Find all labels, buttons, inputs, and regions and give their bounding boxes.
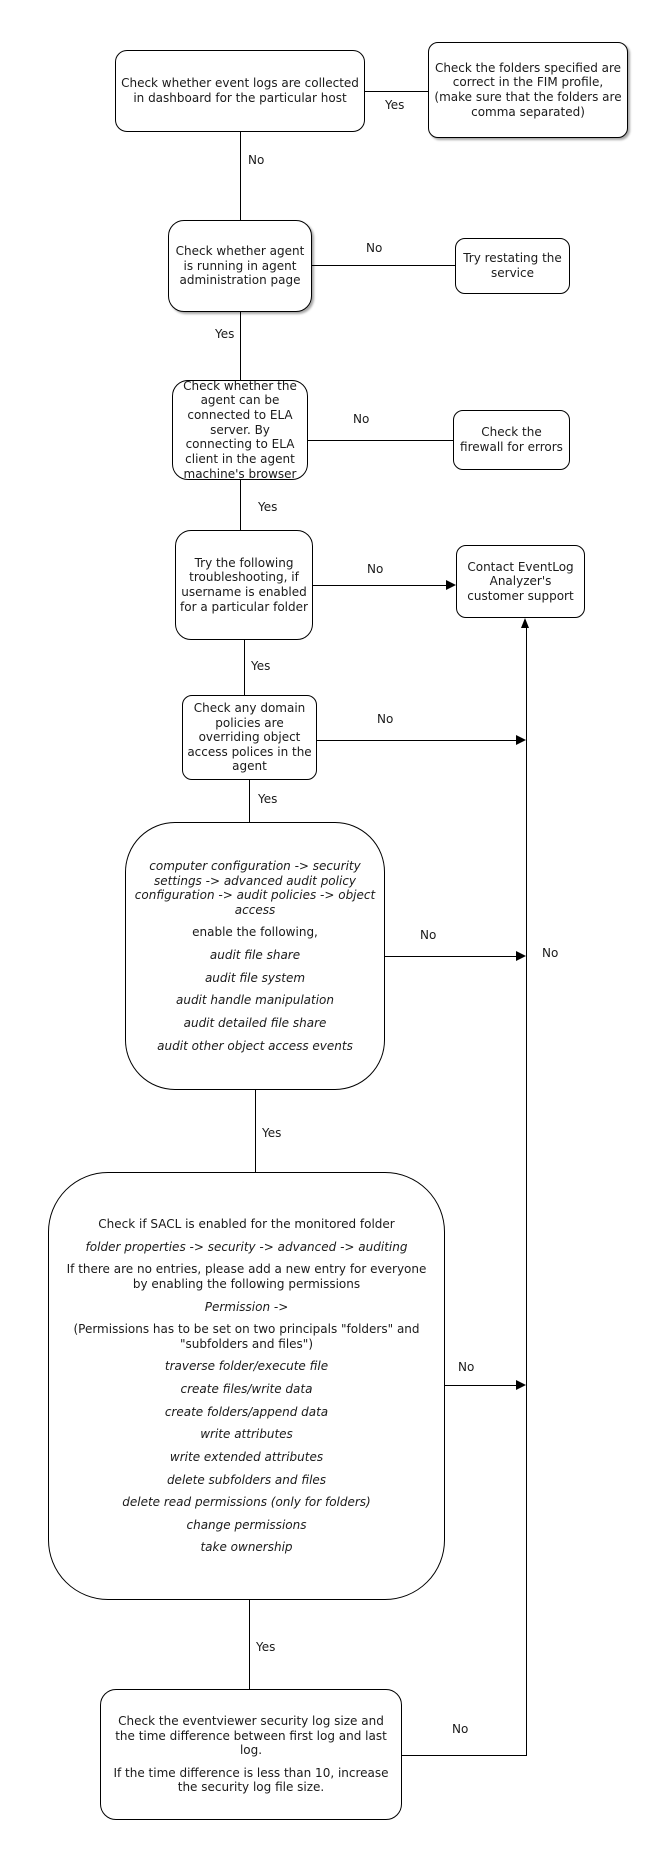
audit-line: audit handle manipulation (175, 993, 335, 1008)
sacl-line: write extended attributes (169, 1449, 324, 1464)
edge-domain-audit-label: Yes (256, 792, 280, 806)
edge-ela-firewall-label: No (351, 412, 372, 426)
edge-troubleshoot-domain-line (244, 640, 245, 695)
edge-domain-trunk-line (317, 740, 516, 741)
trunk-up-arrowhead (521, 618, 529, 628)
node-restart-service: Try restating the service (455, 238, 570, 294)
edge-audit-trunk-arrowhead (516, 951, 526, 961)
sacl-line: If there are no entries, please add a ne… (66, 1262, 427, 1291)
sacl-line: create folders/append data (164, 1404, 329, 1419)
audit-line: computer configuration -> security setti… (134, 858, 376, 917)
edge-audit-sacl-label: Yes (260, 1126, 284, 1140)
edge-logsize-trunk-line (402, 1755, 526, 1756)
node-firewall-text: Check the firewall for errors (460, 425, 563, 454)
edge-audit-trunk-line (385, 956, 516, 957)
sacl-line: Check if SACL is enabled for the monitor… (98, 1217, 395, 1231)
audit-line: audit detailed file share (183, 1015, 327, 1030)
edge-ela-firewall-line (308, 440, 453, 441)
node-agent-running-text: Check whether agent is running in agent … (175, 244, 305, 288)
sacl-line: folder properties -> security -> advance… (85, 1239, 408, 1254)
node-fim-folders-text: Check the folders specified are correct … (434, 60, 622, 119)
edge-sacl-trunk-label: No (456, 1360, 477, 1374)
edge-agent-ela-label: Yes (213, 327, 237, 341)
audit-line: enable the following, (192, 925, 318, 940)
sacl-line: delete subfolders and files (166, 1472, 327, 1487)
edge-audit-sacl-line (255, 1090, 256, 1172)
node-event-logs-collected-text: Check whether event logs are collected i… (121, 76, 359, 105)
edge-eventlogs-agent-line (240, 132, 241, 220)
sacl-line: delete read permissions (only for folder… (122, 1495, 371, 1510)
logsize-line: Check the eventviewer security log size … (115, 1713, 387, 1758)
sacl-line: Permission -> (204, 1299, 289, 1314)
edge-logsize-trunk-label: No (450, 1722, 471, 1736)
node-customer-support-text: Contact EventLog Analyzer's customer sup… (467, 559, 574, 603)
edge-audit-trunk-label: No (418, 928, 439, 942)
audit-line: audit file system (204, 970, 306, 985)
edge-eventlogs-agent-label: No (246, 153, 267, 167)
node-domain-policies-text: Check any domain policies are overriding… (187, 700, 312, 774)
edge-sacl-trunk-line (445, 1385, 516, 1386)
trunk-no-label: No (540, 946, 561, 960)
edge-domain-audit-line (249, 780, 250, 822)
node-fim-folders: Check the folders specified are correct … (428, 42, 628, 138)
edge-domain-trunk-arrowhead (516, 735, 526, 745)
edge-eventlogs-fim-line (365, 91, 428, 92)
edge-troubleshoot-domain-label: Yes (249, 659, 273, 673)
edge-troubleshoot-support-arrowhead (446, 580, 456, 590)
edge-agent-ela-line (240, 312, 241, 380)
sacl-line: write attributes (200, 1427, 293, 1442)
node-firewall: Check the firewall for errors (453, 410, 570, 470)
node-troubleshoot-text: Try the following troubleshooting, if us… (180, 555, 308, 614)
logsize-line: If the time difference is less than 10, … (113, 1765, 389, 1795)
sacl-line: change permissions (186, 1517, 307, 1532)
edge-sacl-trunk-arrowhead (516, 1380, 526, 1390)
node-ela-connect-text: Check whether the agent can be connected… (183, 378, 297, 481)
edge-troubleshoot-support-label: No (365, 562, 386, 576)
sacl-line: traverse folder/execute file (164, 1359, 329, 1374)
sacl-line: (Permissions has to be set on two princi… (73, 1322, 420, 1351)
node-troubleshoot: Try the following troubleshooting, if us… (175, 530, 313, 640)
node-customer-support: Contact EventLog Analyzer's customer sup… (456, 545, 585, 618)
edge-domain-trunk-label: No (375, 712, 396, 726)
node-restart-service-text: Try restating the service (463, 251, 562, 280)
node-agent-running: Check whether agent is running in agent … (168, 220, 312, 312)
edge-ela-troubleshoot-line (240, 480, 241, 530)
audit-line: audit file share (209, 948, 301, 962)
edge-sacl-logsize-line (249, 1600, 250, 1689)
edge-troubleshoot-support-line (313, 585, 446, 586)
node-domain-policies: Check any domain policies are overriding… (182, 695, 317, 780)
audit-line: audit other object access events (157, 1038, 353, 1053)
node-log-size: Check the eventviewer security log size … (100, 1689, 402, 1820)
edge-agent-restart-line (312, 265, 455, 266)
node-ela-connect: Check whether the agent can be connected… (172, 378, 308, 481)
node-event-logs-collected: Check whether event logs are collected i… (115, 50, 365, 132)
edge-eventlogs-fim-label: Yes (383, 98, 407, 112)
edge-sacl-logsize-label: Yes (254, 1640, 278, 1654)
edge-agent-restart-label: No (364, 241, 385, 255)
trunk-line (526, 628, 527, 1756)
sacl-line: take ownership (200, 1540, 293, 1555)
edge-ela-troubleshoot-label: Yes (256, 500, 280, 514)
node-audit-policies: computer configuration -> security setti… (125, 822, 385, 1090)
sacl-line: create files/write data (180, 1382, 313, 1396)
node-sacl: Check if SACL is enabled for the monitor… (48, 1172, 445, 1600)
